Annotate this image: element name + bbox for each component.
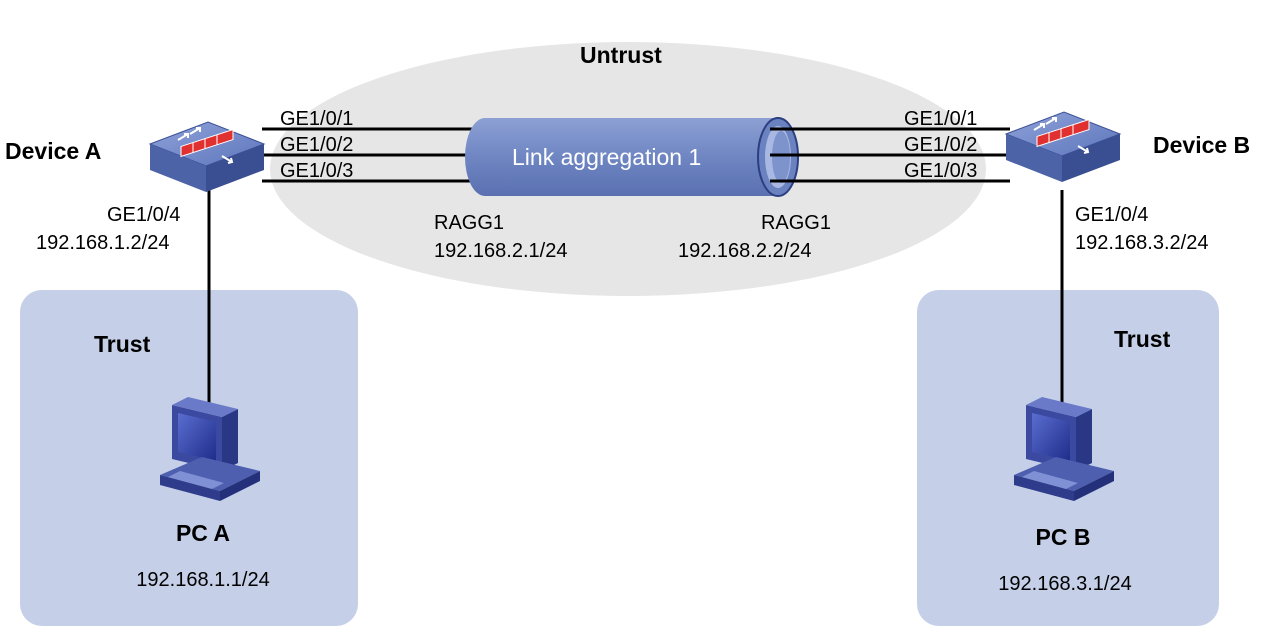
pc-b-label: PC B: [1035, 524, 1091, 550]
link-aggregation-tube: [465, 117, 799, 197]
trust-zone-right-label: Trust: [1114, 326, 1171, 352]
device-a-downlink-port: GE1/0/4: [107, 204, 181, 226]
device-a-port-2: GE1/0/2: [280, 134, 354, 156]
device-a-port-3: GE1/0/3: [280, 160, 354, 182]
links-right: [770, 127, 1010, 183]
device-b-icon: [1004, 111, 1122, 182]
pc-a-ip: 192.168.1.1/24: [136, 569, 270, 591]
untrust-zone-label: Untrust: [580, 42, 662, 68]
pc-b-ip: 192.168.3.1/24: [998, 573, 1132, 595]
device-b-downlink-port: GE1/0/4: [1075, 204, 1149, 226]
device-a-ragg-name: RAGG1: [434, 212, 505, 234]
device-b-ragg-ip: 192.168.2.2/24: [678, 240, 812, 262]
device-a-downlink-ip: 192.168.1.2/24: [36, 232, 170, 254]
trust-zone-left-label: Trust: [94, 331, 151, 357]
device-b-label: Device B: [1153, 132, 1251, 158]
device-b-port-2: GE1/0/2: [904, 134, 978, 156]
device-b-port-1: GE1/0/1: [904, 108, 978, 130]
device-a-label: Device A: [5, 138, 102, 164]
device-b-port-3: GE1/0/3: [904, 160, 978, 182]
device-a-ragg-ip: 192.168.2.1/24: [434, 240, 568, 262]
pc-a-label: PC A: [175, 520, 231, 546]
links-left: [262, 127, 480, 183]
device-b-ragg-name: RAGG1: [760, 212, 831, 234]
pc-b-icon: [1014, 397, 1114, 501]
device-b-downlink-ip: 192.168.3.2/24: [1075, 232, 1209, 254]
device-a-icon: [148, 121, 266, 192]
pc-a-icon: [160, 397, 260, 501]
device-a-port-1: GE1/0/1: [280, 108, 354, 130]
link-aggregation-label: Link aggregation 1: [512, 144, 702, 170]
